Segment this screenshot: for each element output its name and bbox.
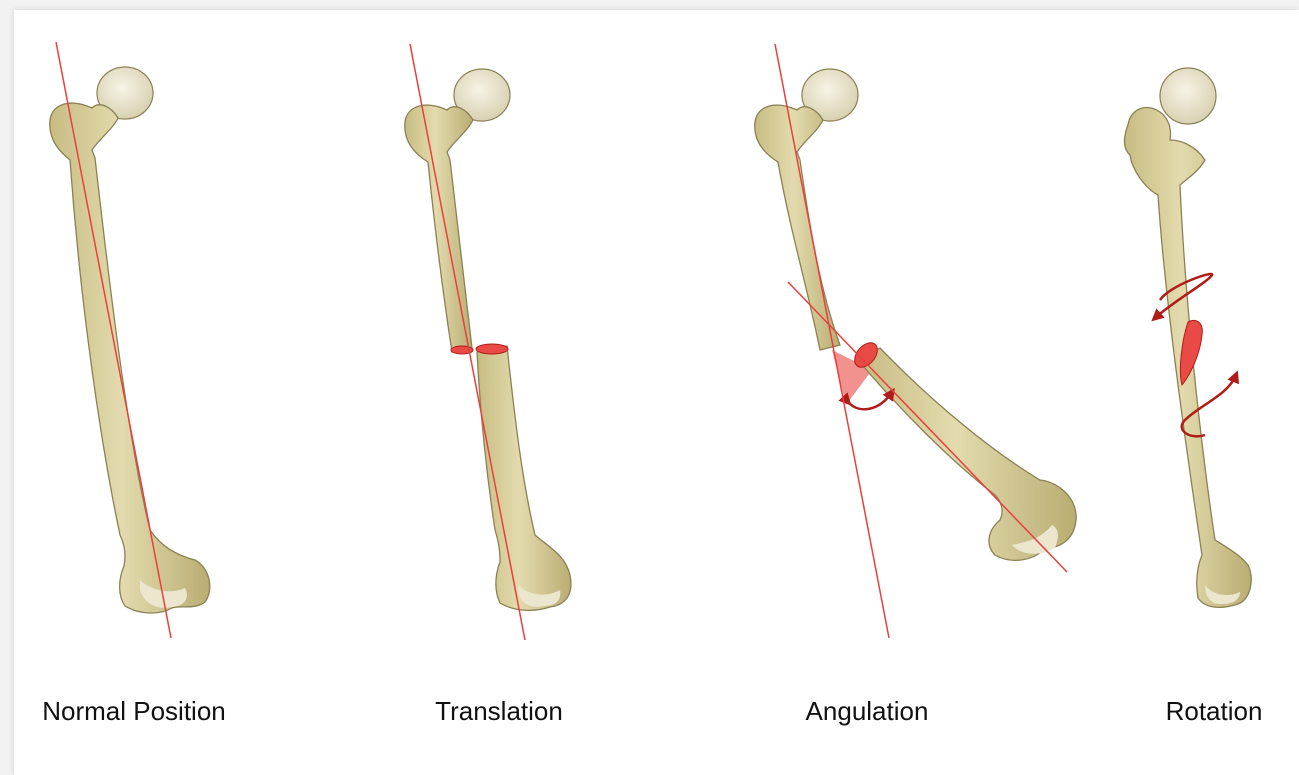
caption-normal-position: Normal Position — [42, 696, 226, 727]
axis-line — [775, 44, 889, 638]
caption-translation: Translation — [435, 696, 563, 727]
axis-line — [56, 42, 171, 638]
femur-translation — [405, 44, 571, 640]
femur-normal — [50, 42, 210, 638]
angle-arrow — [848, 392, 892, 409]
lower-fragment — [477, 346, 571, 610]
axis-line-lower — [788, 282, 1067, 572]
caption-rotation: Rotation — [1166, 696, 1263, 727]
lower-fragment — [858, 348, 1076, 560]
femoral-head — [1160, 68, 1216, 124]
axis-line — [410, 44, 525, 640]
femur-shaft — [50, 103, 210, 613]
fracture-surface-lower — [476, 344, 508, 354]
femur-angulation — [755, 44, 1076, 638]
femur-rotation — [1125, 68, 1252, 607]
caption-angulation: Angulation — [806, 696, 929, 727]
